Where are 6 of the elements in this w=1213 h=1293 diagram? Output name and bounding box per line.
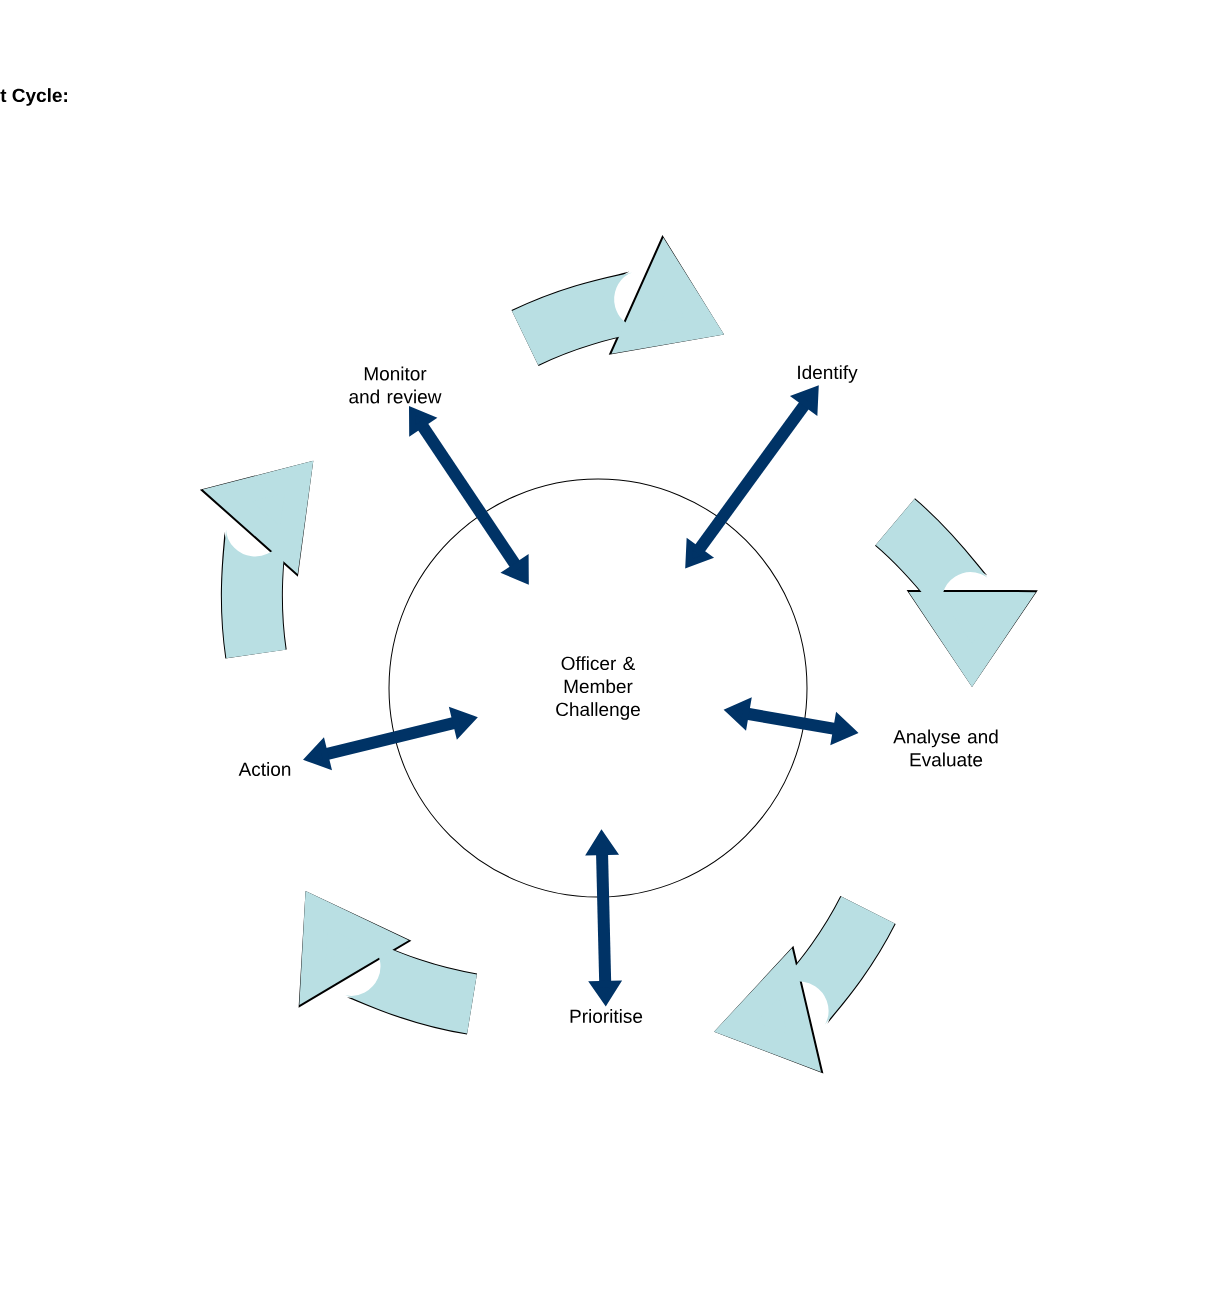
stage-label: Action bbox=[238, 762, 291, 776]
stage-label: Identify bbox=[798, 365, 858, 383]
stage-label: Analyse and Evaluate bbox=[893, 729, 998, 767]
stage-label: Prioritise bbox=[570, 1009, 643, 1023]
stage-label: Monitor and review bbox=[349, 366, 442, 404]
title: t Cycle: bbox=[0, 88, 67, 106]
